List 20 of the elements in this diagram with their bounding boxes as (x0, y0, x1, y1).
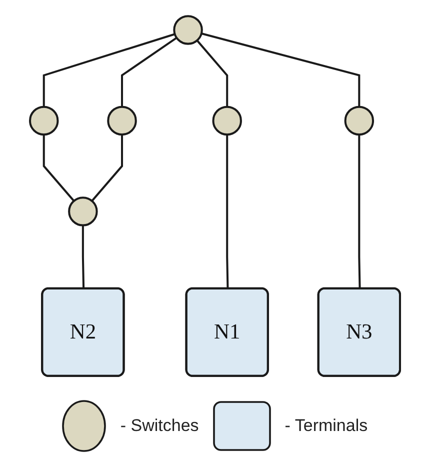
connector-line (226, 134, 229, 289)
switch-node (107, 106, 137, 136)
legend-text: - Switches (120, 416, 199, 436)
connector-line (91, 134, 124, 202)
connector-line (201, 32, 360, 107)
terminal-node: N3 (317, 287, 401, 377)
connector-line (121, 36, 178, 107)
switch-node (344, 106, 374, 136)
legend-text: - Terminals (284, 416, 368, 436)
switch-node (173, 15, 203, 45)
connector-line (42, 33, 176, 107)
connector-line (42, 134, 75, 202)
terminal-node: N2 (41, 287, 125, 377)
terminal-node: N1 (185, 287, 269, 377)
connector-line (196, 40, 228, 107)
switch-node (68, 196, 98, 226)
connector-line (82, 225, 85, 289)
switch-node (29, 106, 59, 136)
connector-line (358, 134, 361, 289)
switch-node (212, 106, 242, 136)
